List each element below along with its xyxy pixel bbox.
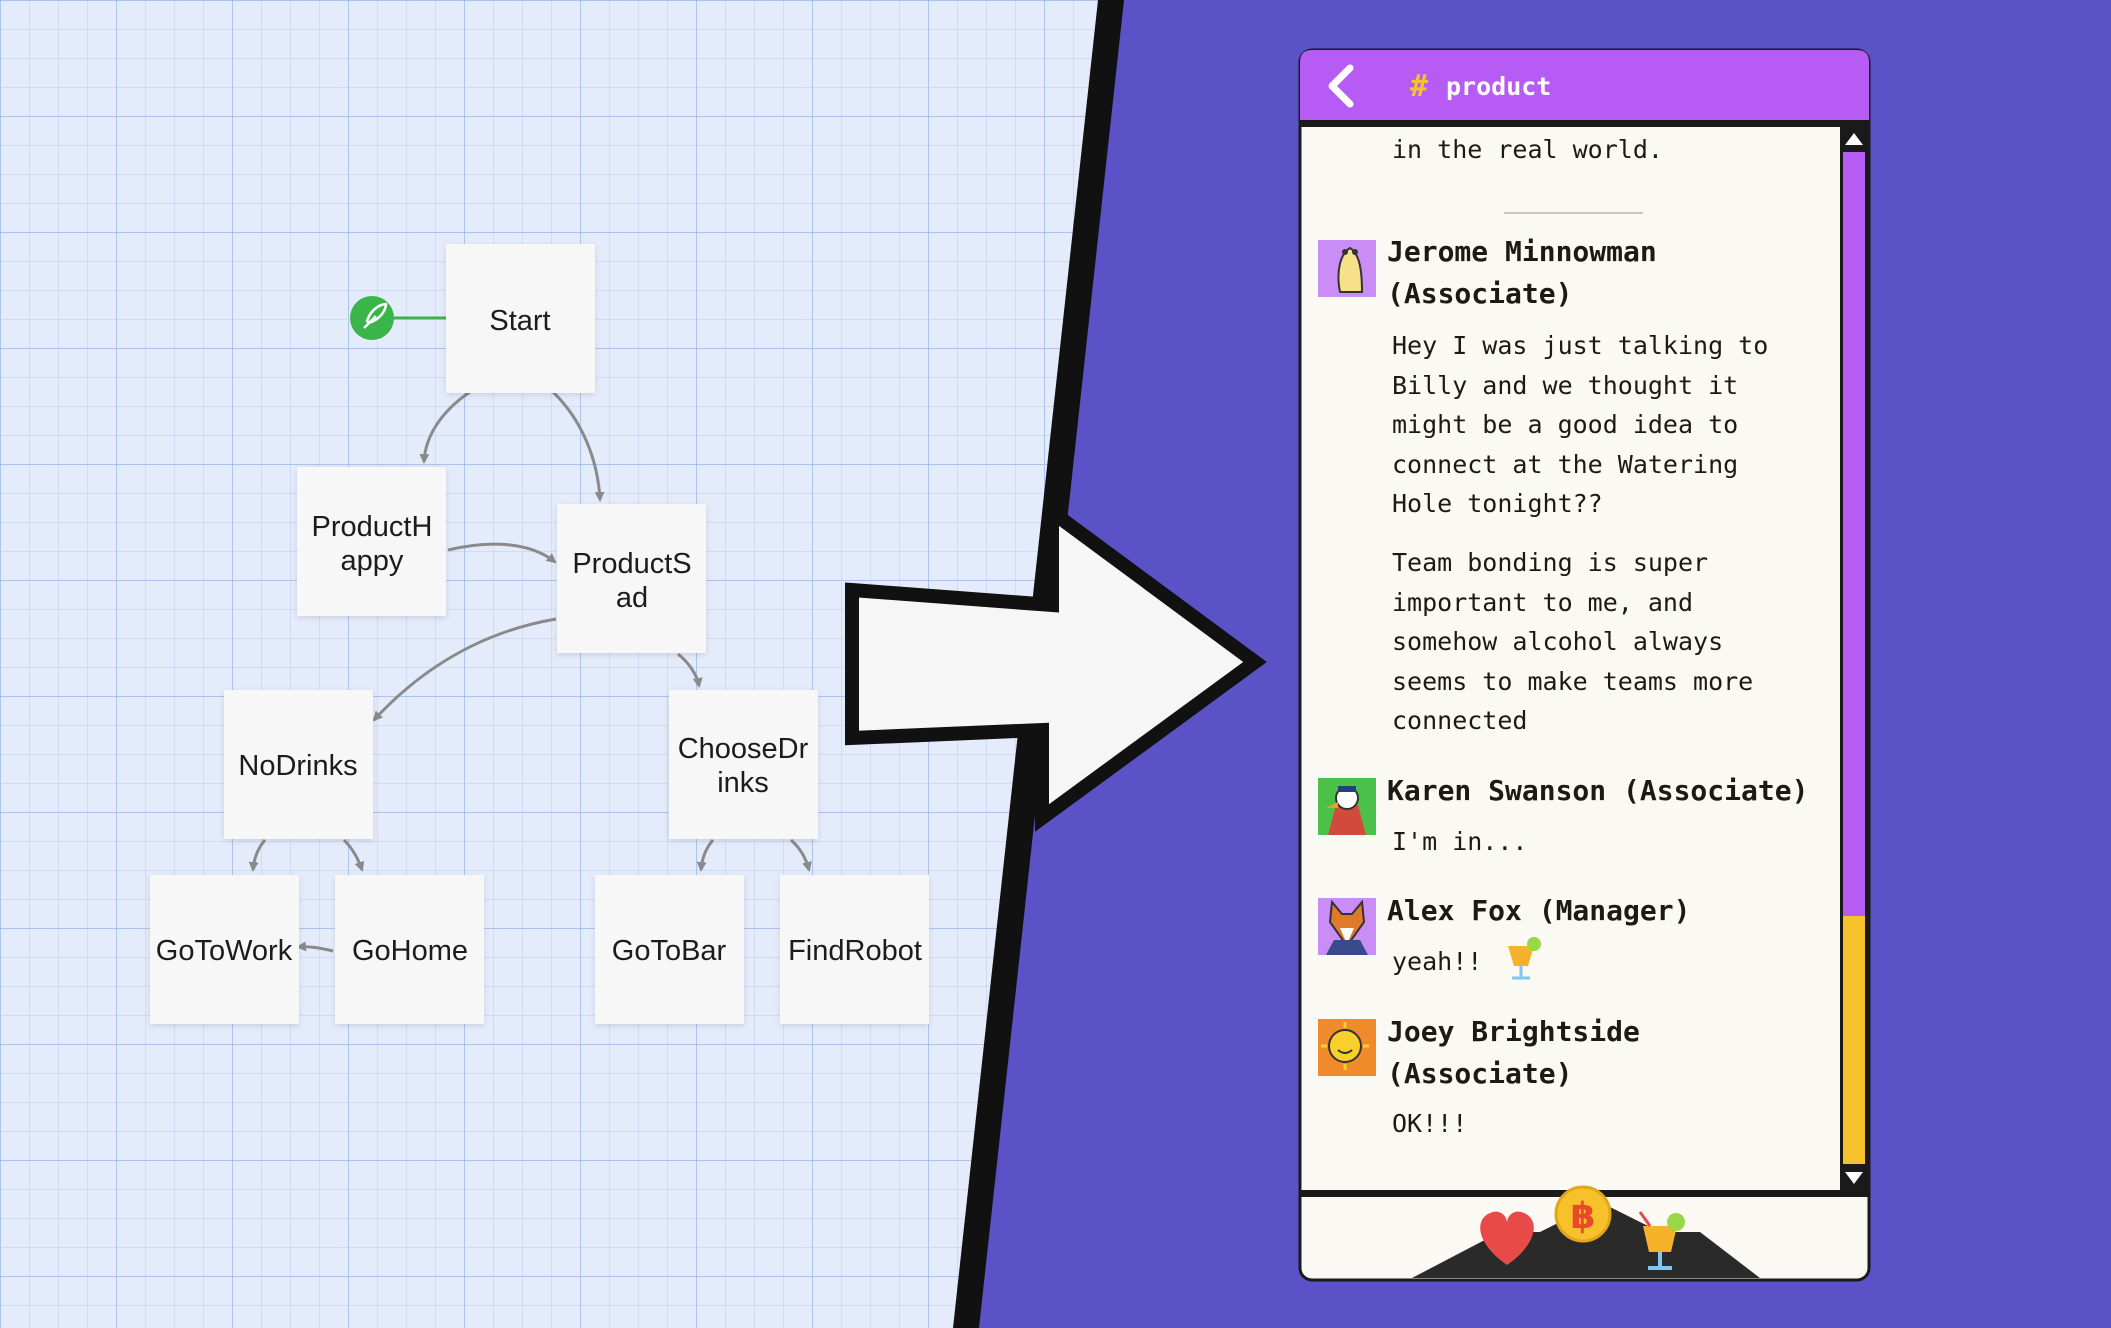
node-go-to-work[interactable]: GoToWork: [150, 875, 299, 1024]
svg-text:appy: appy: [341, 545, 404, 577]
svg-text:฿: ฿: [1570, 1196, 1595, 1237]
node-no-drinks[interactable]: NoDrinks: [224, 690, 373, 839]
sun-avatar: [1318, 1019, 1376, 1076]
rocket-icon[interactable]: [350, 296, 394, 340]
scroll-down-icon[interactable]: [1845, 1172, 1863, 1184]
edge-start-sad: [551, 390, 605, 502]
node-go-home[interactable]: GoHome: [335, 875, 484, 1024]
svg-text:GoToWork: GoToWork: [156, 935, 293, 967]
svg-text:connect at the Watering: connect at the Watering: [1392, 450, 1738, 479]
chat-message: Jerome Minnowman (Associate) Hey I was j…: [1318, 235, 1768, 735]
cocktail-icon[interactable]: [1638, 1211, 1685, 1270]
svg-text:inks: inks: [717, 767, 769, 799]
chat-message: Alex Fox (Manager) yeah!!: [1318, 894, 1690, 980]
channel-hash: #: [1410, 69, 1428, 104]
svg-text:seems to make teams more: seems to make teams more: [1392, 667, 1753, 696]
previous-message-line: in the real world.: [1392, 135, 1663, 164]
svg-text:NoDrinks: NoDrinks: [238, 750, 357, 782]
chat-message: Karen Swanson (Associate) I'm in...: [1318, 774, 1808, 856]
duck-avatar: [1318, 778, 1376, 835]
svg-text:Billy and we thought it: Billy and we thought it: [1392, 371, 1738, 400]
chat-footer: ฿: [1300, 1185, 1869, 1278]
svg-text:ProductH: ProductH: [312, 511, 433, 543]
svg-text:somehow alcohol always: somehow alcohol always: [1392, 627, 1723, 656]
svg-text:Hey I was just talking to: Hey I was just talking to: [1392, 331, 1768, 360]
svg-text:Hole tonight??: Hole tonight??: [1392, 489, 1603, 518]
edge-nodrinks-home: [342, 838, 365, 872]
edge-sad-choose: [677, 652, 703, 688]
svg-text:Alex Fox (Manager): Alex Fox (Manager): [1387, 894, 1690, 927]
cocktail-icon: [1508, 937, 1541, 980]
chevron-left-icon[interactable]: [1328, 64, 1354, 108]
svg-text:(Associate): (Associate): [1387, 1057, 1572, 1090]
edge-home-work: [296, 941, 334, 953]
heart-icon[interactable]: [1480, 1211, 1534, 1265]
edge-nodrinks-work: [248, 839, 267, 872]
chat-panel: # product in the real world. Jerome Minn…: [1298, 48, 1871, 1282]
chat-header: # product: [1300, 50, 1869, 127]
coin-icon[interactable]: ฿: [1554, 1185, 1612, 1243]
chat-message: Joey Brightside (Associate) OK!!!: [1318, 1015, 1640, 1138]
svg-text:Karen Swanson (Associate): Karen Swanson (Associate): [1387, 774, 1808, 807]
svg-text:important to me, and: important to me, and: [1392, 588, 1693, 617]
svg-text:Team bonding is super: Team bonding is super: [1392, 548, 1708, 577]
svg-text:Jerome Minnowman: Jerome Minnowman: [1387, 235, 1657, 268]
svg-text:yeah!!: yeah!!: [1392, 947, 1482, 976]
edge-start-happy: [419, 390, 471, 464]
svg-text:ChooseDr: ChooseDr: [678, 733, 809, 765]
svg-text:OK!!!: OK!!!: [1392, 1109, 1467, 1138]
svg-text:Start: Start: [489, 305, 550, 337]
channel-name: product: [1446, 72, 1551, 101]
node-go-to-bar[interactable]: GoToBar: [595, 875, 744, 1024]
node-choose-drinks[interactable]: ChooseDr inks: [669, 690, 818, 839]
diagram-edges: [248, 316, 812, 953]
edge-sad-nodrinks: [372, 617, 557, 722]
svg-text:(Associate): (Associate): [1387, 277, 1572, 310]
node-product-sad[interactable]: ProductS ad: [557, 504, 706, 653]
svg-text:Joey Brightside: Joey Brightside: [1387, 1015, 1640, 1048]
svg-text:GoToBar: GoToBar: [612, 935, 727, 967]
edge-choose-robot: [789, 838, 812, 872]
svg-text:FindRobot: FindRobot: [788, 935, 922, 967]
fox-avatar: [1318, 898, 1376, 955]
edge-happy-sad: [447, 542, 557, 564]
scroll-up-icon[interactable]: [1845, 133, 1863, 145]
svg-text:GoHome: GoHome: [352, 935, 468, 967]
svg-text:ad: ad: [616, 582, 648, 614]
node-product-happy[interactable]: ProductH appy: [297, 467, 446, 616]
node-find-robot[interactable]: FindRobot: [780, 875, 929, 1024]
svg-text:I'm in...: I'm in...: [1392, 827, 1527, 856]
big-right-arrow: [845, 498, 1267, 832]
svg-text:might be a good idea to: might be a good idea to: [1392, 410, 1738, 439]
svg-text:ProductS: ProductS: [572, 548, 691, 580]
edge-choose-bar: [696, 839, 715, 872]
node-start[interactable]: Start: [446, 244, 595, 393]
slug-avatar: [1318, 240, 1376, 297]
svg-text:connected: connected: [1392, 706, 1527, 735]
chat-scrollbar[interactable]: [1840, 127, 1868, 1192]
